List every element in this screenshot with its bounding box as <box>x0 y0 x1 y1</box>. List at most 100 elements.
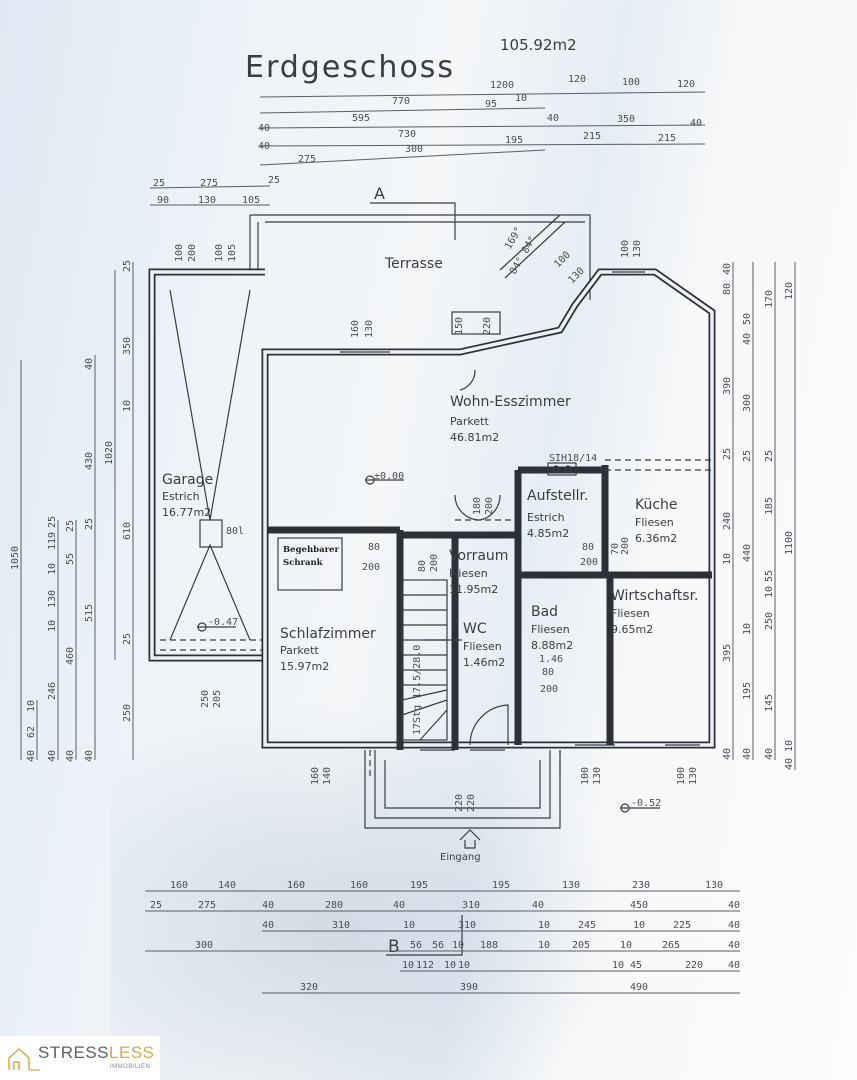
dimension-label: 45 <box>630 960 642 971</box>
dimension-label: 195 <box>492 880 510 891</box>
room-aufstellraum: Aufstellr. Estrich 4.85m2 <box>527 488 588 540</box>
dimension-label: 80 <box>417 560 428 572</box>
dimension-label: 130 <box>198 195 216 206</box>
dimension-label: 240 <box>722 512 733 530</box>
tank-label: 80l <box>226 526 244 537</box>
dimension-label: 10 <box>402 960 414 971</box>
dimension-label: 170 <box>764 290 775 308</box>
dimension-label: 188 <box>480 940 498 951</box>
room-area: 1.46m2 <box>463 656 505 669</box>
dimension-label: 40 <box>84 358 95 370</box>
room-area: 4.85m2 <box>527 527 569 540</box>
dimension-label: 205 <box>212 690 223 708</box>
dimension-label: 390 <box>722 377 733 395</box>
level-marker-icon <box>620 803 660 813</box>
dimension-label: 100 <box>580 767 591 785</box>
total-area: 105.92m2 <box>500 36 577 54</box>
room-name: Schlafzimmer <box>280 626 376 642</box>
dimension-label: 300 <box>405 144 423 155</box>
dimension-label: 200 <box>362 562 380 573</box>
dimension-label: 50 <box>742 313 753 325</box>
dimension-label: 395 <box>722 644 733 662</box>
garage-walls <box>148 268 265 662</box>
dimension-label: 440 <box>742 544 753 562</box>
room-area: 16.77m2 <box>162 506 211 519</box>
dimension-label: 10 <box>122 400 133 412</box>
dimension-label: 200 <box>429 554 440 572</box>
room-kueche: Küche Fliesen 6.36m2 <box>635 497 678 545</box>
dimension-label: 185 <box>764 497 775 515</box>
dimension-label: 160 <box>287 880 305 891</box>
dimension-label: 55 <box>764 570 775 582</box>
dimension-label: 460 <box>65 647 76 665</box>
dimension-label: 25 <box>268 175 280 186</box>
company-logo: STRESSLESS IMMOBILIEN <box>0 1036 160 1080</box>
dimension-label: 730 <box>398 129 416 140</box>
dimension-label: 200 <box>540 684 558 695</box>
section-line-a <box>370 202 456 240</box>
dimension-label: 490 <box>630 982 648 993</box>
dimension-label: 195 <box>410 880 428 891</box>
logo-brand: STRESSLESS <box>38 1043 155 1062</box>
dimension-label: 40 <box>742 333 753 345</box>
dimension-label: 130 <box>705 880 723 891</box>
dimension-label: 610 <box>122 522 133 540</box>
dimension-label: 300 <box>195 940 213 951</box>
dimension-label: 10 <box>515 93 527 104</box>
dimension-label: 10 <box>444 960 456 971</box>
dimension-label: 160 <box>170 880 188 891</box>
dimension-label: 10 <box>452 940 464 951</box>
dimension-label: 40 <box>393 900 405 911</box>
dimension-label: 10 <box>458 960 470 971</box>
exterior-walls <box>261 268 716 751</box>
dimension-label: 55 <box>65 553 76 565</box>
dimension-label: 62 <box>26 726 37 738</box>
dimension-label: 40 <box>728 940 740 951</box>
dimension-label: 10 <box>722 553 733 565</box>
dimension-label: 195 <box>742 682 753 700</box>
dimension-label: 200 <box>580 557 598 568</box>
dimension-label: 200 <box>187 244 198 262</box>
dimension-label: 80 <box>368 542 380 553</box>
dimension-label: 105 <box>242 195 260 206</box>
dimension-label: 10 <box>742 623 753 635</box>
dimension-label: 40 <box>47 750 58 762</box>
dimension-label: 250 <box>200 690 211 708</box>
terrace <box>249 214 591 335</box>
room-wc: WC Fliesen 1.46m2 <box>463 621 505 669</box>
dimension-label: 10 <box>764 586 775 598</box>
dimension-label: 10 <box>47 563 58 575</box>
room-floor: Fliesen <box>449 567 488 580</box>
dimension-label: 245 <box>578 920 596 931</box>
dimension-label: 310 <box>332 920 350 931</box>
dimension-label: 130 <box>632 240 643 258</box>
room-name: WC <box>463 621 487 637</box>
room-area: 8.88m2 <box>531 639 573 652</box>
dimension-label: 350 <box>617 114 635 125</box>
level-marker-icon <box>197 622 236 632</box>
dimension-label: 215 <box>583 131 601 142</box>
dimension-label: 770 <box>392 96 410 107</box>
dimension-label: 150 <box>454 317 465 335</box>
dimension-line <box>259 124 706 129</box>
dimension-label: 25 <box>122 633 133 645</box>
dimension-label: 40 <box>690 118 702 129</box>
room-floor: Parkett <box>280 644 319 657</box>
dimension-label: 10 <box>633 920 645 931</box>
level-garage: -0.47 <box>208 617 238 628</box>
dimension-label: 40 <box>722 748 733 760</box>
room-name: Bad <box>531 604 558 620</box>
room-name: Wohn-Esszimmer <box>450 394 571 410</box>
dimension-label: 40 <box>722 263 733 275</box>
dimension-label: 310 <box>462 900 480 911</box>
dimension-label: 195 <box>505 135 523 146</box>
dimension-label: 180 <box>472 497 483 515</box>
dimension-label: 230 <box>632 880 650 891</box>
room-wohn-esszimmer: Wohn-Esszimmer Parkett 46.81m2 <box>450 394 571 444</box>
dimension-label: 25 <box>150 900 162 911</box>
room-floor: Fliesen <box>463 640 502 653</box>
level-zero: ±0.00 <box>374 471 404 482</box>
dimension-label: 120 <box>677 79 695 90</box>
